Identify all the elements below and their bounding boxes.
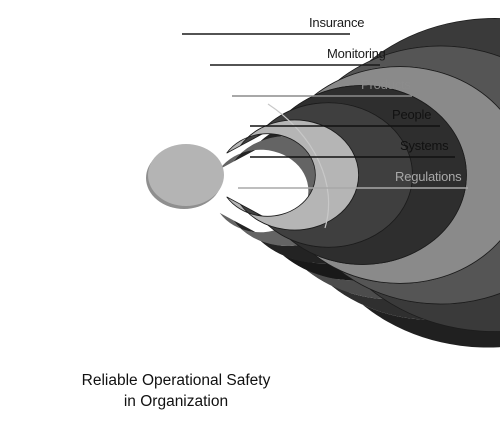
rings-group bbox=[226, 18, 500, 332]
leader-lines bbox=[182, 33, 468, 189]
layer-label-monitoring: Monitoring bbox=[327, 46, 386, 61]
layer-label-regulations: Regulations bbox=[395, 169, 462, 184]
regulations-leader-arc bbox=[267, 103, 330, 229]
core-disc bbox=[148, 144, 224, 206]
layer-label-people: People bbox=[392, 107, 431, 122]
ring-regulations bbox=[226, 119, 359, 231]
layer-labels: Insurance Monitoring Products People Sys… bbox=[309, 15, 462, 184]
layer-label-insurance: Insurance bbox=[309, 15, 364, 30]
caption-line-2: in Organization bbox=[124, 393, 228, 410]
layer-label-systems: Systems bbox=[400, 138, 449, 153]
caption-line-1: Reliable Operational Safety bbox=[82, 372, 271, 389]
layer-label-products: Products bbox=[361, 77, 411, 92]
